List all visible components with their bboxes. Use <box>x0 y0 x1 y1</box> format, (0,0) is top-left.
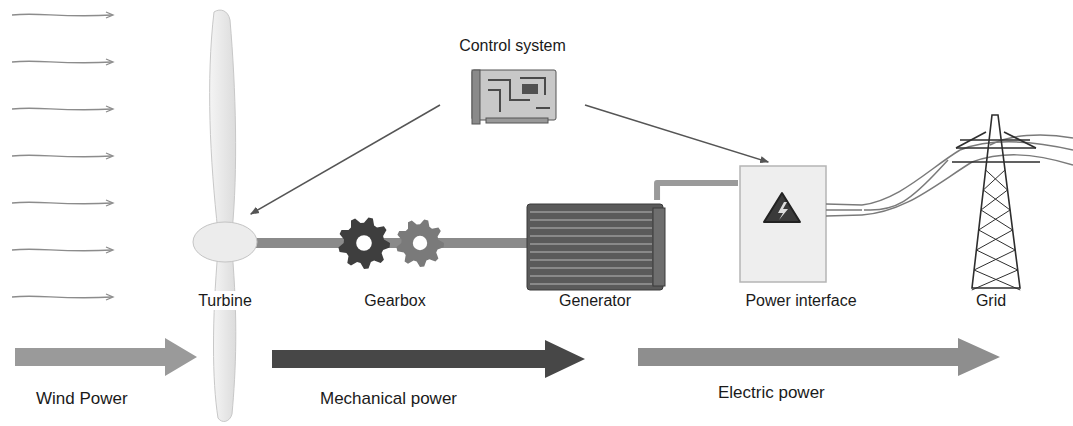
generator-body <box>527 204 663 290</box>
wind-arrows <box>12 12 113 300</box>
generator-rib <box>530 235 652 237</box>
wind-arrow-head <box>106 12 113 18</box>
shaft <box>250 238 532 248</box>
wind-arrow-head <box>106 294 113 300</box>
component-label: Turbine <box>195 291 255 310</box>
generator-rib <box>530 251 652 253</box>
signal-connector <box>585 105 768 162</box>
wind-arrow-head <box>106 59 113 65</box>
warning-triangle <box>764 193 800 222</box>
power-interface-box <box>740 166 826 282</box>
component-node: Generator <box>522 200 668 310</box>
wind-arrow <box>12 296 112 298</box>
wind-arrow <box>12 61 112 63</box>
pylon-brace <box>981 190 1010 210</box>
mechanical-power-arrow <box>272 340 585 378</box>
generator-rib <box>530 243 652 245</box>
turbine-blade <box>210 10 236 232</box>
component-label: Grid <box>973 291 1009 310</box>
generator-rib <box>530 283 652 285</box>
generator-rib <box>530 275 652 277</box>
generator-rib <box>530 259 652 261</box>
turbine-hub <box>193 222 257 262</box>
signal-connector <box>864 160 948 210</box>
control-card <box>472 70 556 124</box>
wind-arrow <box>12 14 112 16</box>
gear-bore <box>356 235 372 251</box>
generator-rib <box>530 267 652 269</box>
wind-arrow-head <box>106 106 113 112</box>
gear <box>396 219 444 267</box>
wind-arrow <box>12 249 112 251</box>
wind-arrow <box>12 202 112 204</box>
pylon-brace <box>972 270 1020 290</box>
generator-rib <box>530 211 652 213</box>
signal-connector <box>251 105 440 214</box>
component-label: Generator <box>556 291 634 310</box>
component-label: Gearbox <box>361 291 428 310</box>
pylon-brace <box>976 230 1015 250</box>
generator-rib <box>530 227 652 229</box>
flow-label: Electric power <box>718 383 825 403</box>
gears <box>338 217 444 269</box>
gear-bore <box>413 236 427 250</box>
wind-arrow <box>12 108 112 110</box>
wind-arrow <box>12 155 112 157</box>
wind-power-arrow <box>15 338 197 376</box>
flow-label: Mechanical power <box>320 389 457 409</box>
shaft-connector <box>268 238 335 248</box>
component-node: Grid <box>948 110 1034 310</box>
component-node: Turbine <box>182 214 268 310</box>
component-node: Gearbox <box>335 214 455 310</box>
pylon-lattice <box>972 170 1020 290</box>
turbine-blade <box>214 250 236 421</box>
wind-arrow-head <box>106 247 113 253</box>
shaft-connector <box>657 183 738 200</box>
pylon-brace <box>983 170 1007 190</box>
lightning-symbol <box>778 202 788 220</box>
pylon-brace <box>974 250 1018 270</box>
component-label: Control system <box>456 36 569 55</box>
component-node: Power interface <box>738 162 864 310</box>
shaft-connector <box>455 238 522 248</box>
wind-arrow-head <box>106 200 113 206</box>
pylon-brace <box>979 210 1013 230</box>
generator-rib <box>530 219 652 221</box>
component-label: Power interface <box>742 291 859 310</box>
gear <box>338 217 390 269</box>
pylon <box>952 115 1040 288</box>
component-node: Control system <box>440 36 585 128</box>
electric-power-arrow <box>638 338 1000 376</box>
flow-label: Wind Power <box>36 389 128 409</box>
generator-cap <box>653 208 665 286</box>
generator-ribs <box>530 212 652 284</box>
wind-arrow-head <box>106 153 113 159</box>
